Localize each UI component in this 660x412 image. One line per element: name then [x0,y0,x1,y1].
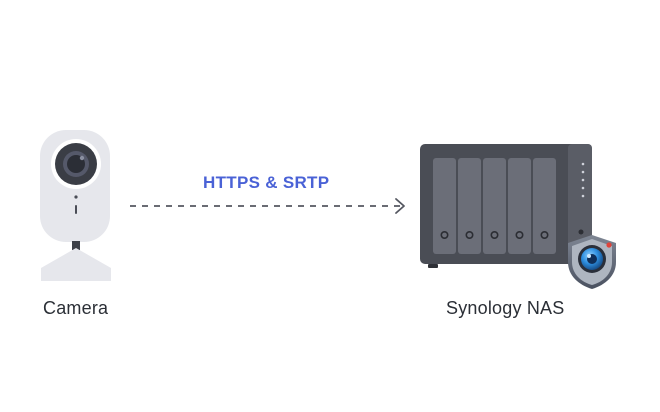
surveillance-shield-badge-icon [568,235,616,289]
protocol-label: HTTPS & SRTP [203,173,330,192]
nas-server-icon [420,144,592,268]
nas-label: Synology NAS [446,298,565,318]
connection-arrow [130,198,405,214]
security-camera-icon [40,130,111,281]
camera-label: Camera [43,298,109,318]
